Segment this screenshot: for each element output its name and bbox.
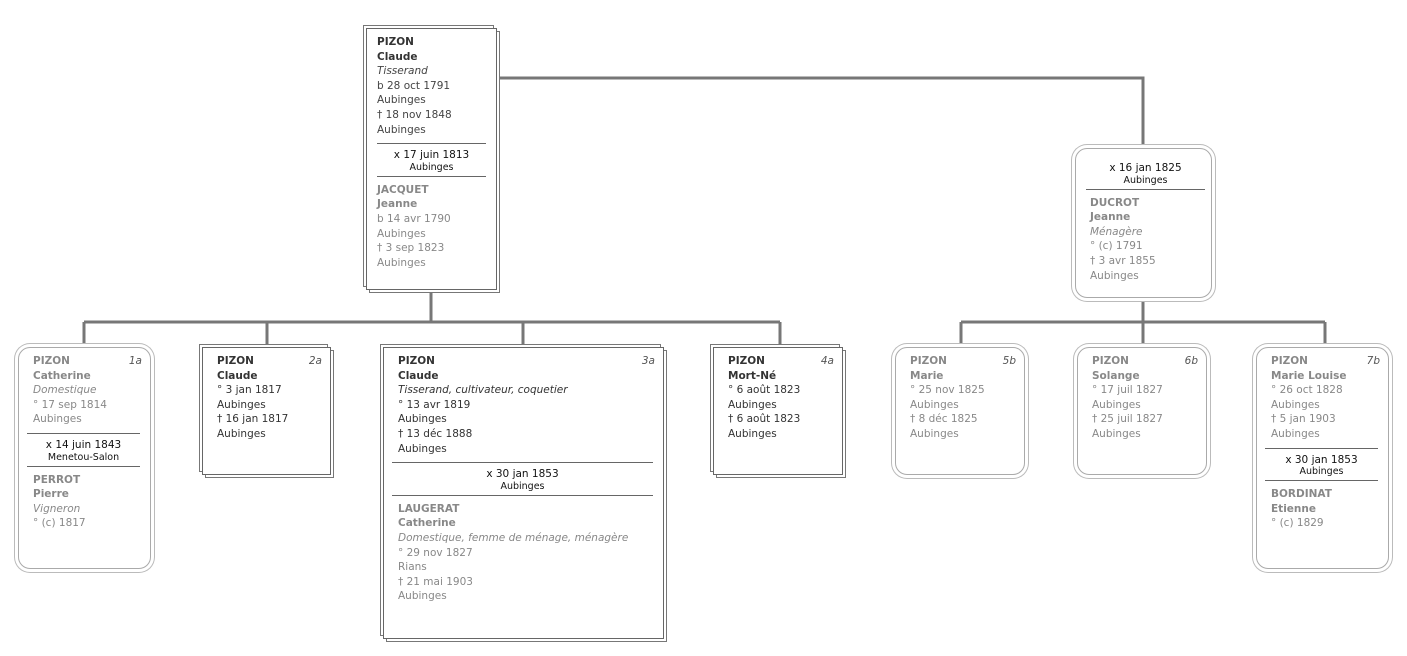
marriage-info: x 16 jan 1825 Aubinges [1086,157,1205,190]
child-card-6b[interactable]: 6b PIZON Solange ° 17 juil 1827 Aubinges… [1077,347,1207,475]
child-card-4a[interactable]: 4a PIZON Mort-Né ° 6 août 1823 Aubinges … [713,347,843,475]
parent-card-ducrot-jeanne[interactable]: x 16 jan 1825 Aubinges DUCROT Jeanne Mén… [1075,148,1212,298]
spouse-info: LAUGERAT Catherine Domestique, femme de … [398,502,629,603]
parent-card-pizon-claude[interactable]: PIZON Claude Tisserand b 28 oct 1791 Aub… [366,28,497,290]
parent-link-line [497,76,1145,145]
spouse-info: JACQUET Jeanne b 14 avr 1790 Aubinges † … [377,183,451,269]
marriage-info: x 17 juin 1813 Aubinges [377,143,486,177]
parent-name: PIZON Claude Tisserand [377,36,428,78]
child-card-2a[interactable]: 2a PIZON Claude ° 3 jan 1817 Aubinges † … [202,347,331,475]
marriage-info: x 30 jan 1853 Aubinges [392,462,653,496]
child-card-7b[interactable]: 7b PIZON Marie Louise ° 26 oct 1828 Aubi… [1256,347,1389,569]
spouse-info: BORDINAT Etienne ° (c) 1829 [1271,488,1332,530]
spouse-info: DUCROT Jeanne Ménagère ° (c) 1791 † 3 av… [1090,196,1156,282]
marriage-info: x 30 jan 1853 Aubinges [1265,447,1378,482]
child-card-5b[interactable]: 5b PIZON Marie ° 25 nov 1825 Aubinges † … [895,347,1025,475]
spouse-info: PERROT Pierre Vigneron ° (c) 1817 [33,473,86,530]
child-card-1a[interactable]: 1a PIZON Catherine Domestique ° 17 sep 1… [18,347,151,569]
child-card-3a[interactable]: 3a PIZON Claude Tisserand, cultivateur, … [383,347,664,639]
marriage-info: x 14 juin 1843 Menetou-Salon [27,432,140,467]
